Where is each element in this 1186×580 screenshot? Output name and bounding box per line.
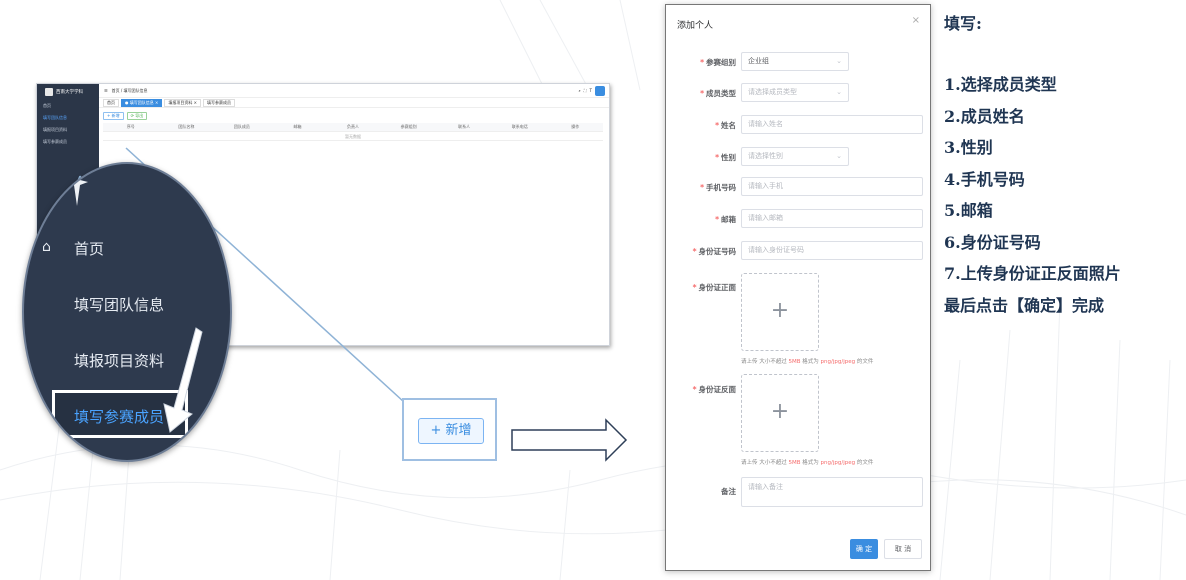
field-label: *成员类型 (700, 89, 736, 98)
instruction-line: 1.选择成员类型 (944, 75, 1057, 94)
logo-text: 西南大学学科 (56, 90, 83, 95)
screenshot-table-header: 序号 团队名称 团队成员 邮箱 负责人 参赛组别 联系人 联系电话 操作 (103, 123, 603, 132)
cancel-button[interactable]: 取 消 (884, 539, 922, 559)
form-row-member-type: *成员类型 请选择成员类型⌄ (666, 83, 932, 103)
form-row-name: *姓名 请输入姓名 (666, 115, 932, 135)
dialog-title: 添加个人 (677, 21, 714, 31)
field-label: *姓名 (715, 121, 736, 130)
column-header: 邮箱 (293, 124, 302, 129)
add-member-dialog: 添加个人 × *参赛组别 企业组⌄ *成员类型 请选择成员类型⌄ *姓名 请输入… (665, 4, 931, 571)
menu-icon[interactable]: ☰ (104, 88, 108, 93)
field-label: 备注 (721, 487, 736, 496)
zoom-item-members[interactable]: 填写参赛成员 (74, 408, 165, 426)
upload-tip: 请上传 大小不超过 5MB 格式为 png/jpg/jpeg 的文件 (741, 359, 874, 365)
tab-project[interactable]: 填报项目资料 × (164, 98, 202, 107)
chevron-down-icon: ⌄ (836, 88, 842, 96)
screenshot-sidebar-item-members[interactable]: 填写参赛成员 (43, 139, 67, 144)
gender-select[interactable]: 请选择性别⌄ (741, 147, 849, 166)
field-label: *身份证反面 (692, 385, 736, 394)
form-row-id-back: *身份证反面 (666, 379, 932, 399)
id-number-input[interactable]: 请输入身份证号码 (741, 241, 923, 260)
avatar[interactable] (595, 85, 605, 96)
instruction-line: 4.手机号码 (944, 169, 1025, 189)
upload-tip: 请上传 大小不超过 5MB 格式为 png/jpg/jpeg 的文件 (741, 460, 874, 466)
form-row-phone: *手机号码 请输入手机 (666, 177, 932, 197)
column-header: 团队名称 (178, 124, 195, 129)
sidebar-zoom-callout: ⌂ 首页 填写团队信息 填报项目资料 填写参赛成员 (22, 162, 232, 462)
screenshot-logo: 西南大学学科 (37, 84, 99, 100)
tab-members[interactable]: 填写参赛成员 (203, 98, 236, 107)
screenshot-tabs: 首页 ● 填写团队信息 × 填报项目资料 × 填写参赛成员 (99, 98, 609, 108)
remark-textarea[interactable]: 请输入备注 (741, 477, 923, 507)
form-row-remark: 备注 (666, 481, 932, 501)
member-type-select[interactable]: 请选择成员类型⌄ (741, 83, 849, 102)
tab-team[interactable]: ● 填写团队信息 × (121, 98, 163, 107)
email-input[interactable]: 请输入邮箱 (741, 209, 923, 228)
screenshot-breadcrumb: 首页 / 填写团队信息 (111, 87, 148, 93)
phone-input[interactable]: 请输入手机 (741, 177, 923, 196)
instruction-line: 最后点击【确定】完成 (944, 295, 1105, 315)
column-header: 联系电话 (511, 124, 528, 129)
chevron-down-icon: ⌄ (836, 152, 842, 160)
field-label: *参赛组别 (700, 58, 736, 67)
instruction-line: 3.性别 (944, 138, 993, 157)
column-header: 联系人 (458, 124, 471, 129)
logo-icon (45, 88, 53, 96)
form-row-group: *参赛组别 企业组⌄ (666, 52, 932, 72)
search-icon[interactable]: ⌕ (578, 88, 581, 93)
fullscreen-icon[interactable]: ⛶ (583, 88, 587, 93)
add-button[interactable]: + 新增 (418, 418, 484, 444)
field-label: *手机号码 (700, 183, 736, 192)
form-row-email: *邮箱 请输入邮箱 (666, 209, 932, 229)
screenshot-sidebar-item-team[interactable]: 填写团队信息 (43, 115, 67, 120)
instructions-panel: 填写: 1.选择成员类型 2.成员姓名 3.性别 4.手机号码 5.邮箱 6.身… (944, 10, 1184, 321)
column-header: 序号 (126, 124, 135, 129)
zoom-item-project[interactable]: 填报项目资料 (74, 352, 165, 370)
plus-icon: + (770, 298, 790, 323)
table-empty-text: 暂无数据 (103, 132, 603, 141)
form-row-id-number: *身份证号码 请输入身份证号码 (666, 241, 932, 261)
instruction-line: 2.成员姓名 (944, 106, 1025, 126)
instruction-line: 6.身份证号码 (944, 232, 1041, 252)
column-header: 操作 (571, 124, 580, 129)
screenshot-sidebar-item-home[interactable]: 首页 (43, 103, 51, 108)
id-back-upload[interactable]: + (741, 374, 819, 452)
font-size-icon[interactable]: T (589, 88, 592, 93)
pointer-arrow-icon (163, 327, 203, 433)
form-row-gender: *性别 请选择性别⌄ (666, 147, 932, 167)
field-label: *身份证正面 (692, 283, 736, 292)
zoom-item-team[interactable]: 填写团队信息 (74, 296, 165, 314)
logo-icon (66, 172, 88, 206)
chevron-down-icon: ⌄ (836, 57, 842, 65)
confirm-button[interactable]: 确 定 (850, 539, 878, 559)
plus-icon: + (770, 399, 790, 424)
tab-home[interactable]: 首页 (103, 98, 119, 107)
screenshot-sidebar-item-project[interactable]: 填报项目资料 (43, 127, 67, 132)
name-input[interactable]: 请输入姓名 (741, 115, 923, 134)
instruction-line: 7.上传身份证正反面照片 (944, 264, 1121, 283)
field-label: *邮箱 (715, 215, 736, 224)
screenshot-add-button[interactable]: + 新增 (103, 112, 124, 120)
field-label: *身份证号码 (692, 247, 736, 256)
group-select[interactable]: 企业组⌄ (741, 52, 849, 71)
home-icon: ⌂ (42, 239, 51, 255)
instruction-line: 5.邮箱 (944, 201, 993, 220)
screenshot-topbar: ☰ 首页 / 填写团队信息 ⌕ ⛶ T (99, 84, 609, 98)
instructions-heading: 填写: (944, 14, 982, 33)
screenshot-toolbar: + 新增 ⟳ 导出 (103, 112, 148, 120)
screenshot-export-button[interactable]: ⟳ 导出 (126, 112, 148, 120)
form-row-id-front: *身份证正面 (666, 277, 932, 297)
zoom-item-home[interactable]: 首页 (74, 240, 105, 258)
new-button-callout: + 新增 (402, 398, 497, 461)
close-icon[interactable]: × (911, 15, 920, 26)
id-front-upload[interactable]: + (741, 273, 819, 351)
column-header: 参赛组别 (400, 124, 417, 129)
column-header: 负责人 (347, 124, 360, 129)
column-header: 团队成员 (233, 124, 250, 129)
field-label: *性别 (715, 153, 736, 162)
